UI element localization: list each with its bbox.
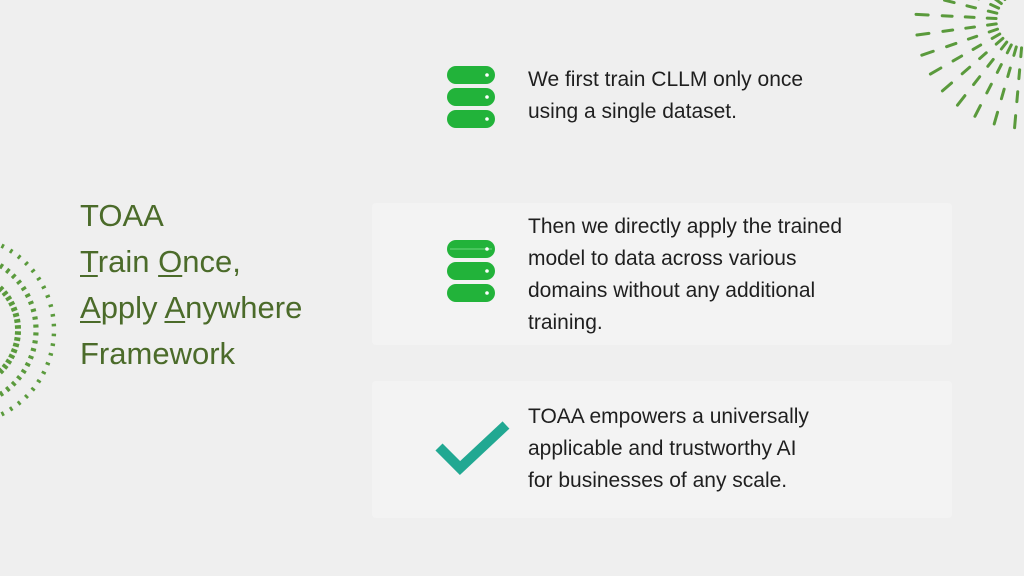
title-line-toaa: TOAA [80,198,164,233]
step-card-text: We first train CLLM only once using a si… [528,68,804,123]
title-line-apply-anywhere: Apply Anywhere [80,290,303,325]
step-card-text: TOAA empowers a universally applicable a… [528,405,809,492]
step-card-apply: Then we directly apply the trained model… [372,203,952,345]
step-card-empower: TOAA empowers a universally applicable a… [372,381,952,518]
title-line-train-once: Train Once, [80,244,241,279]
framework-title: TOAA Train Once, Apply Anywhere Framewor… [80,193,302,377]
database-icon [447,240,495,302]
title-line-framework: Framework [80,336,236,371]
checkmark-icon [435,421,510,475]
step-card-text: Then we directly apply the trained model… [528,215,843,334]
dotted-arcs-decoration-left [0,243,57,417]
database-icon [447,66,495,128]
sunburst-decoration-top-right [914,0,1024,130]
step-card-train: We first train CLLM only once using a si… [372,48,952,158]
